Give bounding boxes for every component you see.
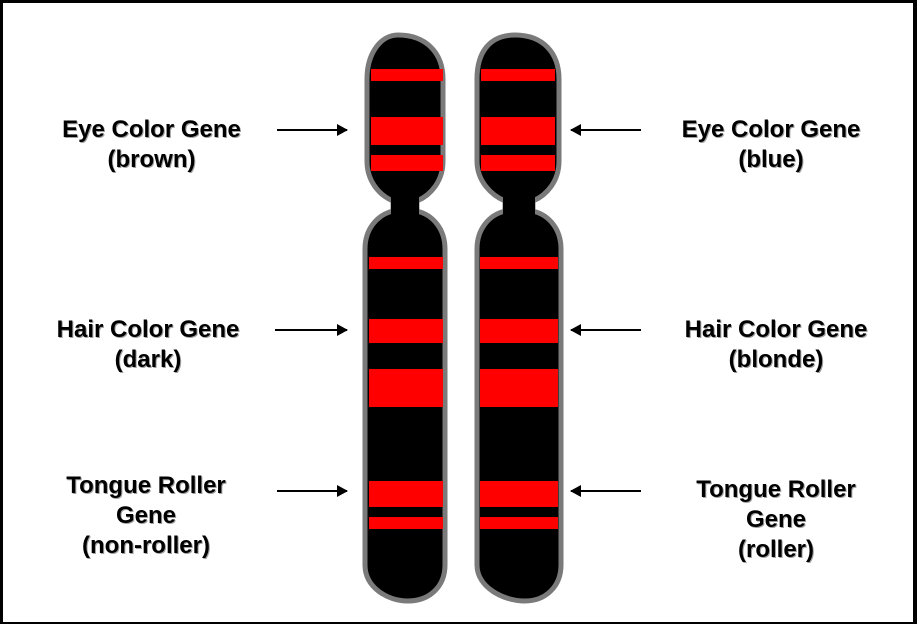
right-band-5 [480, 517, 558, 529]
right-chromosome [477, 35, 561, 601]
left-chromosome [365, 35, 445, 601]
left-tongue-roller-allele: (non-roller) [31, 531, 261, 561]
left-band-3 [369, 257, 443, 269]
right-band-tongue-roller [480, 481, 558, 507]
right-tongue-roller-gene-line1: Tongue Roller [661, 475, 891, 505]
right-band-hair-color [480, 319, 558, 343]
left-tongue-roller-label: Tongue Roller Gene (non-roller) [31, 471, 261, 561]
left-band-2 [371, 155, 443, 171]
left-eye-color-gene: Eye Color Gene [29, 115, 274, 145]
left-band-tongue-roller [369, 481, 443, 507]
right-tongue-roller-allele: (roller) [661, 535, 891, 565]
right-hair-color-label: Hair Color Gene (blonde) [651, 315, 901, 375]
right-tongue-roller-label: Tongue Roller Gene (roller) [661, 475, 891, 565]
left-hair-color-label: Hair Color Gene (dark) [23, 315, 273, 375]
left-tongue-roller-arrow [277, 490, 347, 492]
left-eye-color-arrow [277, 129, 347, 131]
right-band-4 [480, 369, 558, 407]
left-eye-color-allele: (brown) [29, 145, 274, 175]
left-hair-color-allele: (dark) [23, 345, 273, 375]
right-band-eye-color [481, 117, 555, 145]
left-centromere [391, 197, 419, 215]
left-hair-color-gene: Hair Color Gene [23, 315, 273, 345]
left-band-eye-color [371, 117, 443, 145]
right-centromere [503, 197, 535, 215]
right-eye-color-label: Eye Color Gene (blue) [651, 115, 891, 175]
right-hair-color-allele: (blonde) [651, 345, 901, 375]
left-tongue-roller-gene-line2: Gene [31, 501, 261, 531]
left-band-5 [369, 517, 443, 529]
left-band-4 [369, 369, 443, 407]
right-band-3 [480, 257, 558, 269]
left-band-1 [371, 69, 443, 81]
right-hair-color-gene: Hair Color Gene [651, 315, 901, 345]
right-eye-color-gene: Eye Color Gene [651, 115, 891, 145]
left-band-hair-color [369, 319, 443, 343]
right-band-1 [481, 69, 555, 81]
right-tongue-roller-arrow [571, 490, 641, 492]
left-tongue-roller-gene-line1: Tongue Roller [31, 471, 261, 501]
right-eye-color-arrow [571, 129, 641, 131]
left-hair-color-arrow [275, 329, 347, 331]
right-tongue-roller-gene-line2: Gene [661, 505, 891, 535]
right-hair-color-arrow [571, 329, 641, 331]
right-eye-color-allele: (blue) [651, 145, 891, 175]
right-band-2 [481, 155, 555, 171]
left-eye-color-label: Eye Color Gene (brown) [29, 115, 274, 175]
